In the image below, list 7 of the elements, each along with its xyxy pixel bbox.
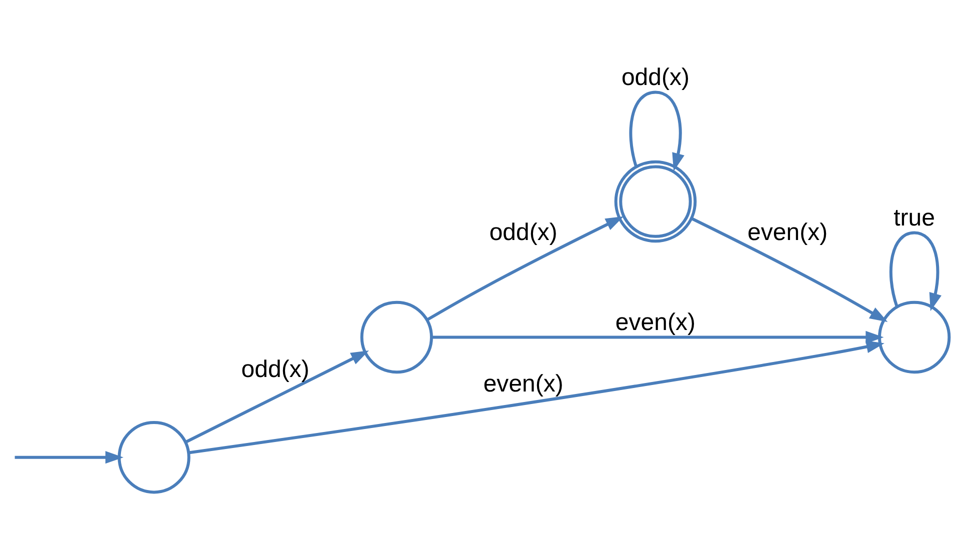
edge-label: odd(x) [241, 356, 310, 383]
edge-label: odd(x) [621, 64, 690, 92]
edge-label: odd(x) [489, 218, 558, 246]
edge-label: true [894, 204, 936, 232]
edge-label: even(x) [483, 370, 564, 398]
edge-label: even(x) [615, 309, 696, 336]
edge-label: even(x) [748, 218, 828, 246]
